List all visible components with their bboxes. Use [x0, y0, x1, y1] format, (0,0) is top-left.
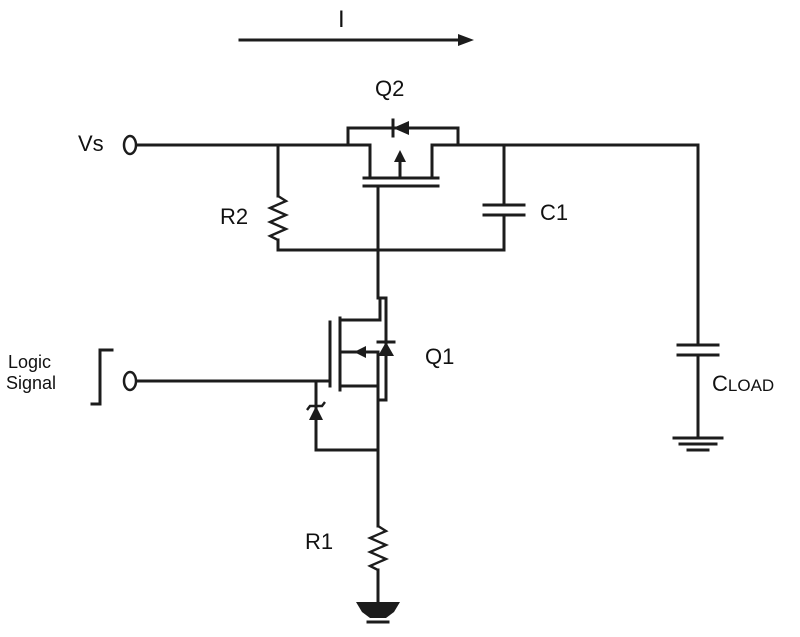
pulse-waveform-icon — [90, 348, 114, 406]
q1-label: Q1 — [425, 344, 454, 369]
vs-terminal — [122, 134, 138, 156]
r1-resistor — [367, 524, 389, 604]
vs-label: Vs — [78, 131, 104, 156]
r1-label: R1 — [305, 529, 333, 554]
cload-label: CLOAD — [712, 371, 774, 396]
logic-label-line1: Logic — [8, 352, 51, 372]
cload-label-main: C — [712, 371, 728, 396]
q2-label: Q2 — [375, 76, 404, 101]
current-label: I — [338, 6, 345, 33]
cload-capacitor — [676, 343, 720, 440]
top-rail — [135, 143, 700, 347]
r2-resistor — [267, 143, 289, 252]
logic-label-line2: Signal — [6, 373, 56, 393]
r2-label: R2 — [220, 204, 248, 229]
cload-ground-icon — [672, 436, 724, 452]
q1-diode-icon — [378, 342, 394, 356]
cload-label-sub: LOAD — [728, 376, 774, 395]
q2-mosfet — [346, 118, 460, 250]
zener-diode — [306, 379, 380, 452]
c1-label: C1 — [540, 200, 568, 225]
q1-mosfet — [328, 296, 396, 402]
logic-terminal — [122, 370, 138, 392]
current-arrow — [238, 34, 474, 46]
q2-diode-icon — [393, 121, 409, 135]
c1-capacitor — [482, 143, 526, 252]
ground-icon — [356, 602, 400, 624]
